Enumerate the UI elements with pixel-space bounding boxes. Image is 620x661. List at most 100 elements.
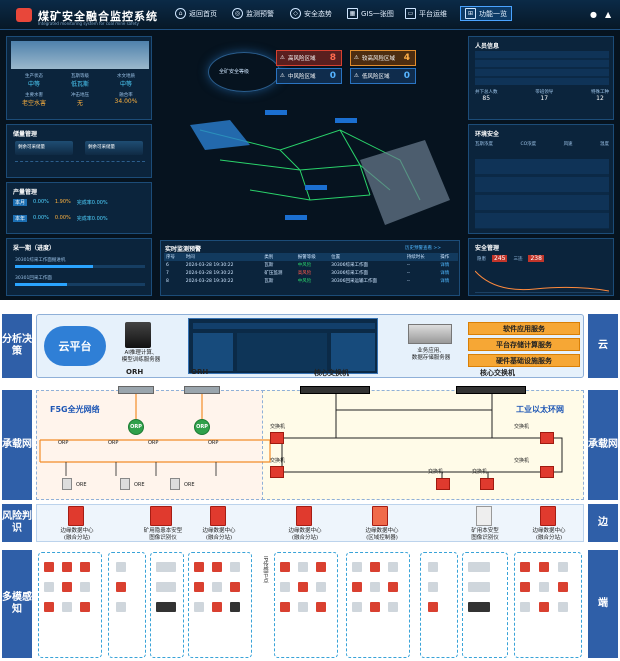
- edge-device-7: [540, 506, 556, 526]
- row-label-sensing: 多模感知: [2, 550, 32, 658]
- app-title: 煤矿安全融合监控系统: [38, 10, 158, 23]
- switch-6: [480, 478, 494, 490]
- row-label-risk: 风险判识: [2, 504, 32, 542]
- ai-server-label: AI推理计算、 模型训练服务器: [121, 350, 161, 363]
- home-icon: ⌂: [175, 8, 186, 19]
- environment-panel: 环境安全 瓦斯浓度 CO浓度 风速 温度: [468, 124, 614, 234]
- core-switch-label-1: 核心交换机: [314, 369, 349, 377]
- nav-home[interactable]: ⌂返回首页: [175, 8, 217, 19]
- user-icon[interactable]: ●: [590, 10, 597, 19]
- switch-1: [270, 432, 284, 444]
- alarm-history-link[interactable]: 历史预警查看 >>: [405, 246, 441, 251]
- warning-icon: ⚠: [354, 55, 359, 61]
- service-software: 软件应用服务: [468, 322, 580, 335]
- orh-device-2: [184, 386, 220, 394]
- top-bar: 煤矿安全融合监控系统 Integrated monitoring system …: [0, 0, 620, 30]
- sensor-thumbs-5: [280, 562, 334, 612]
- row-label-network-right: 承载网: [588, 390, 618, 500]
- row-label-network: 承载网: [2, 390, 32, 500]
- orh-label-2: ORH: [191, 368, 209, 376]
- app-subtitle: Integrated monitoring system for coal mi…: [38, 21, 139, 26]
- ethernet-network-area: [262, 390, 584, 500]
- safety-mgmt-panel: 安全管理 隐患 245 三违 238: [468, 238, 614, 296]
- mine-photo: [11, 41, 149, 69]
- sensor-group-2: [108, 552, 146, 658]
- switch-5: [436, 478, 450, 490]
- production-panel: 产量管理 本月 0.00% 1.90% 完成率0.00% 本年 0.00% 0.…: [6, 182, 152, 234]
- core-switch-1: [300, 386, 370, 394]
- ip-sensor-label: IP传感节点: [262, 556, 268, 583]
- sensor-group-9: [514, 552, 582, 658]
- nav-safety[interactable]: ◇安全态势: [290, 8, 332, 19]
- orp-node-2: ORP: [194, 419, 210, 435]
- warning-icon: ⚠: [354, 73, 359, 79]
- sensor-thumbs-2: [116, 562, 128, 612]
- orh-device-1: [118, 386, 154, 394]
- sensor-group-4: [188, 552, 252, 658]
- reserve-item-1: 剩余可采储量: [15, 141, 73, 155]
- sensor-group-8: [462, 552, 508, 658]
- nav-ops[interactable]: ▭平台运维: [405, 8, 447, 19]
- row-label-analysis: 分析决策: [2, 314, 32, 378]
- warning-icon: ⚠: [280, 55, 285, 61]
- sensor-thumbs-9: [520, 562, 578, 612]
- warning-icon: ⚠: [280, 73, 285, 79]
- nav-monitor[interactable]: ◎监测预警: [232, 8, 274, 19]
- ethernet-title: 工业以太环网: [516, 405, 564, 414]
- sensor-group-7: [420, 552, 458, 658]
- dashboard-screenshot: 煤矿安全融合监控系统 Integrated monitoring system …: [0, 0, 620, 300]
- edge-device-5: [372, 506, 388, 526]
- safety-trend-chart: [475, 270, 609, 293]
- switch-4: [540, 466, 554, 478]
- f5g-title: F5G全光网络: [50, 405, 100, 414]
- f5g-network-area: [36, 390, 274, 500]
- nav-functions[interactable]: ⊞功能一览: [460, 6, 512, 21]
- sensor-group-1: [38, 552, 102, 658]
- mine-info-grid: 生产状态中等 瓦斯等级低瓦斯 水文地质中等 主要水害老空水害 冲击地压无 融合率…: [21, 74, 138, 107]
- switch-2: [270, 466, 284, 478]
- orh-label-1: ORH: [126, 368, 144, 376]
- logo-icon: [16, 8, 32, 22]
- production-row-year: 本年 0.00% 0.00% 完成率0.00%: [13, 215, 108, 222]
- monitor-icon: ▭: [405, 8, 416, 19]
- workface-panel: 采一期（进度） 30301综采工作面掘进机 30301回采工作面: [6, 238, 152, 296]
- shield-icon: ◇: [290, 8, 301, 19]
- architecture-diagram: 分析决策 承载网 风险判识 多模感知 云 承载网 边 端 云平台 AI推理计算、…: [0, 306, 620, 661]
- biz-server-label: 业务应用、 数据存储服务器: [411, 348, 451, 361]
- cloud-platform: 云平台: [44, 326, 106, 366]
- reserve-item-2: 剩余可采储量: [85, 141, 143, 155]
- sensor-group-3: [150, 552, 184, 658]
- ai-server-icon: [125, 322, 151, 348]
- map-icon: ▦: [347, 8, 358, 19]
- sensor-thumbs-4: [194, 562, 248, 612]
- mine-info-panel: 生产状态中等 瓦斯等级低瓦斯 水文地质中等 主要水害老空水害 冲击地压无 融合率…: [6, 36, 152, 120]
- mine-3d-map[interactable]: [160, 90, 460, 235]
- ore-device: [62, 478, 72, 490]
- dashboard-preview: [188, 318, 378, 374]
- nav-gis[interactable]: ▦GIS一张图: [347, 8, 394, 19]
- f5g-links: [39, 394, 271, 476]
- edge-device-3: [210, 506, 226, 526]
- grid-icon: ⊞: [465, 8, 476, 19]
- core-switch-2: [456, 386, 526, 394]
- edge-device-1: [68, 506, 84, 526]
- sensor-thumbs-1: [44, 562, 98, 612]
- sensor-group-5: [274, 552, 338, 658]
- service-hardware: 硬件基础设施服务: [468, 354, 580, 367]
- sensor-group-6: [346, 552, 410, 658]
- production-row-month: 本月 0.00% 1.90% 完成率0.00%: [13, 199, 108, 206]
- sensor-thumbs-6: [352, 562, 406, 612]
- bell-icon[interactable]: ▲: [605, 10, 612, 19]
- core-switch-label-2: 核心交换机: [480, 369, 515, 377]
- edge-device-4: [296, 506, 312, 526]
- safety-level-ring: 全矿安全等级: [208, 52, 280, 92]
